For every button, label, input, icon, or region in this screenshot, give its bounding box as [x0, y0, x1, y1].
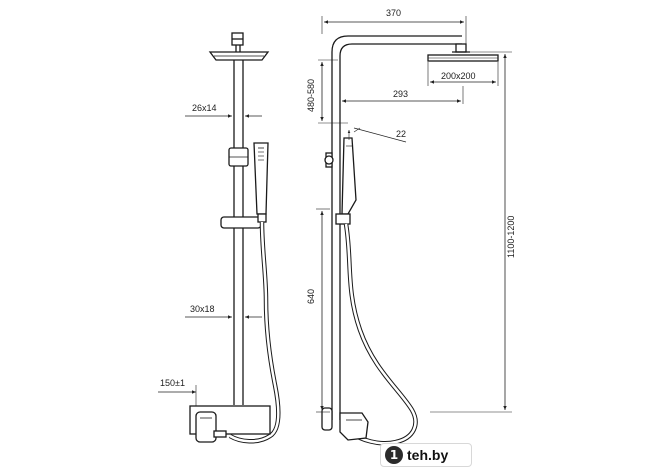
- dim-arm-reach: 293: [393, 89, 408, 99]
- dim-width: 370: [386, 8, 401, 18]
- dim-hand-angle: 22: [396, 129, 406, 139]
- dim-rail-section: 26x14: [192, 103, 217, 113]
- side-view: [321, 35, 499, 446]
- side-hose: [343, 223, 418, 446]
- dim-total-height: 1100-1200: [506, 216, 516, 258]
- side-knob: [324, 152, 334, 168]
- side-hand-shower: [335, 137, 357, 225]
- dim-arm-height: 480-580: [306, 79, 316, 112]
- front-view: [189, 32, 281, 444]
- watermark-logo-icon: 1: [385, 446, 403, 464]
- site-watermark: 1 teh.by: [380, 443, 472, 467]
- front-mixer: [189, 405, 271, 443]
- front-rail: [220, 60, 262, 405]
- side-shower-head: [427, 43, 499, 62]
- dim-tolerance: 150±1: [160, 378, 185, 388]
- dim-head-size: 200x200: [441, 71, 476, 81]
- side-mixer: [321, 407, 369, 441]
- side-dimensions: [316, 16, 512, 413]
- side-column-outer: [331, 35, 462, 420]
- front-dimensions: [158, 114, 262, 406]
- dim-lower-section: 30x18: [190, 304, 215, 314]
- side-column-inner: [339, 43, 462, 420]
- watermark-text: teh.by: [407, 447, 449, 463]
- front-shower-head: [208, 32, 270, 61]
- front-hand-shower: [253, 142, 269, 223]
- dim-lower-height: 640: [306, 289, 316, 304]
